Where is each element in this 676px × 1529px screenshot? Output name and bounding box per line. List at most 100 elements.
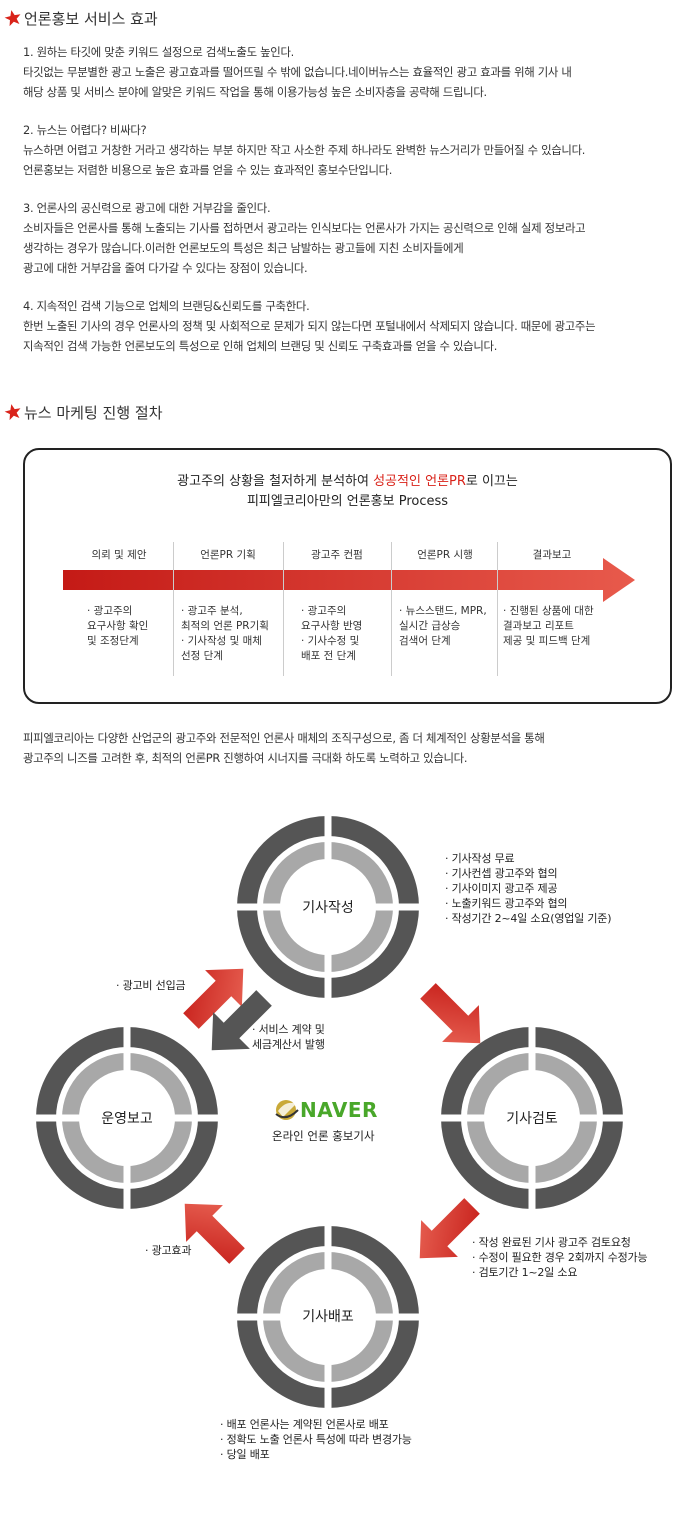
stage-label: 의뢰 및 제안 [91,549,147,561]
stage-label: 결과보고 [532,549,572,561]
paragraph-line: 3. 언론사의 공신력으로 광고에 대한 거부감을 줄인다. [23,201,271,215]
note-effect: · 광고효과 [145,1244,192,1257]
note-write: · 기사작성 무료 · 기사컨셉 광고주와 협의 · 기사이미지 광고주 제공 · 노… [445,851,612,926]
effect-paragraph: 4. 지속적인 검색 기능으로 업체의 브랜딩&신뢰도를 구축한다. 한번 노출된… [23,296,673,356]
effects-paragraphs: 1. 원하는 타깃에 맞춘 키워드 설정으로 검색노출도 높인다. 타깃없는 무분… [23,42,673,356]
stage-desc-line: 배포 전 단계 [301,650,356,662]
stage-desc-line: 최적의 언론 PR기획 [181,620,269,632]
process-arrow [63,558,635,602]
note-line: · 작성 완료된 기사 광고주 검토요청 [472,1236,631,1249]
stage-desc-line: · 기사수정 및 [301,635,360,647]
process-intro: 피피엘코리아는 다양한 산업군의 광고주와 전문적인 언론사 매체의 조직구성으… [23,728,545,768]
stage-divider [173,542,174,676]
paragraph-gap [23,102,673,120]
section-title-process: 뉴스 마케팅 진행 절차 [4,400,163,424]
stage-label: 광고주 컨펌 [311,549,363,561]
note-review: · 작성 완료된 기사 광고주 검토요청 · 수정이 필요한 경우 2회까지 수정… [472,1235,648,1280]
stage-desc-line: 결과보고 리포트 [503,620,574,632]
stage-divider [497,542,498,676]
stage-divider [391,542,392,676]
stage-desc-line: 검색어 단계 [399,635,451,647]
note-line: · 당일 배포 [220,1448,270,1461]
intro-line: 피피엘코리아는 다양한 산업군의 광고주와 전문적인 언론사 매체의 조직구성으… [23,731,545,745]
effect-paragraph: 2. 뉴스는 어렵다? 비싸다? 뉴스하면 어렵고 거창한 거라고 생각하는 부분… [23,120,673,180]
step-distribute-label: 기사배포 [302,1309,354,1325]
stage-desc-line: · 진행된 상품에 대한 [503,605,594,617]
step-review-label: 기사검토 [506,1111,558,1127]
paragraph-line: 언론홍보는 저렴한 비용으로 높은 효과를 얻을 수 있는 효과적인 홍보수단입… [23,163,393,177]
process-box: 광고주의 상황을 철저하게 분석하여 성공적인 언론PR로 이끄는 피피엘코리아… [23,448,672,704]
section-title-effects: 언론홍보 서비스 효과 [4,6,158,30]
note-line: · 정확도 노출 언론사 특성에 따라 변경가능 [220,1433,412,1446]
paragraph-line: 광고에 대한 거부감을 줄여 다가갈 수 있다는 장점이 있습니다. [23,261,308,275]
paragraph-gap [23,180,673,198]
paragraph-gap [23,278,673,296]
stage-desc-line: 제공 및 피드백 단계 [503,635,591,647]
stage-desc-line: · 광고주의 [301,605,347,617]
stage-label: 언론PR 시행 [417,549,473,561]
paragraph-line: 4. 지속적인 검색 기능으로 업체의 브랜딩&신뢰도를 구축한다. [23,299,310,313]
process-headline: 광고주의 상황을 철저하게 분석하여 성공적인 언론PR로 이끄는 피피엘코리아… [25,472,670,512]
naver-logo-text: NAVER [300,1098,378,1122]
paragraph-line: 1. 원하는 타깃에 맞춘 키워드 설정으로 검색노출도 높인다. [23,45,294,59]
paragraph-line: 한번 노출된 기사의 경우 언론사의 정책 및 사회적으로 문제가 되지 않는다… [23,319,596,333]
stage-desc-line: 요구사항 확인 [87,620,149,632]
note-prepay: · 광고비 선입금 [116,979,186,992]
note-line: · 검토기간 1~2일 소요 [472,1266,578,1279]
stage-desc-line: 및 조정단계 [87,635,139,647]
note-line: · 노출키워드 광고주와 협의 [445,897,568,910]
paragraph-line: 해당 상품 및 서비스 분야에 알맞은 키워드 작업을 통해 이용가능성 높은 … [23,85,487,99]
note-line: 세금계산서 발행 [252,1038,325,1051]
paragraph-line: 지속적인 검색 가능한 언론보도의 특성으로 인해 업체의 브랜딩 및 신뢰도 … [23,339,498,353]
paragraph-line: 2. 뉴스는 어렵다? 비싸다? [23,123,147,137]
stage-desc-line: · 광고주 분석, [181,605,243,617]
paragraph-line: 생각하는 경우가 많습니다.이러한 언론보도의 특성은 최근 남발하는 광고들에… [23,241,464,255]
headline-highlight: 성공적인 언론PR [373,474,466,489]
note-line: · 서비스 계약 및 [252,1023,325,1036]
stage-divider [283,542,284,676]
step-report-label: 운영보고 [101,1111,153,1127]
star-icon [4,10,21,27]
effect-paragraph: 1. 원하는 타깃에 맞춘 키워드 설정으로 검색노출도 높인다. 타깃없는 무분… [23,42,673,102]
arrow-contract [211,990,272,1051]
paragraph-line: 소비자들은 언론사를 통해 노출되는 기사를 접하면서 광고라는 인식보다는 언… [23,221,586,235]
section-title-text: 언론홍보 서비스 효과 [24,9,158,28]
stage-desc-line: 선정 단계 [181,650,223,662]
stage-desc-line: 요구사항 반영 [301,620,363,632]
step-write-label: 기사작성 [302,900,354,916]
arrow-write-to-review [420,983,481,1044]
stage-desc-line: 실시간 급상승 [399,620,461,632]
stage-desc-line: · 뉴스스탠드, MPR, [399,605,487,617]
arrow-effect [184,1203,245,1264]
note-line: · 수정이 필요한 경우 2회까지 수정가능 [472,1251,648,1264]
headline-part: 광고주의 상황을 철저하게 분석하여 [177,474,374,489]
arrow-prepay [183,968,244,1029]
star-icon [4,404,21,421]
naver-logo-icon [275,1100,299,1120]
note-line: · 배포 언론사는 계약된 언론사로 배포 [220,1418,389,1431]
section-title-text: 뉴스 마케팅 진행 절차 [24,403,163,422]
effect-paragraph: 3. 언론사의 공신력으로 광고에 대한 거부감을 줄인다. 소비자들은 언론사를… [23,198,673,278]
headline-part: 로 이끄는 [465,474,518,489]
paragraph-line: 뉴스하면 어렵고 거창한 거라고 생각하는 부분 하지만 작고 사소한 주제 하… [23,143,586,157]
naver-subtitle: 온라인 언론 홍보기사 [272,1129,375,1143]
stage-desc-line: · 광고주의 [87,605,133,617]
stage-desc-line: · 기사작성 및 매체 [181,635,262,647]
note-distribute: · 배포 언론사는 계약된 언론사로 배포 · 정확도 노출 언론사 특성에 따라… [220,1417,412,1462]
note-line: · 기사컨셉 광고주와 협의 [445,867,558,880]
note-line: · 작성기간 2~4일 소요(영업일 기준) [445,912,612,925]
headline-line2: 피피엘코리아만의 언론홍보 Process [246,494,449,509]
arrow-review-to-distribute [419,1198,480,1259]
intro-line: 광고주의 니즈를 고려한 후, 최적의 언론PR 진행하여 시너지를 극대화 하… [23,751,468,765]
note-line: · 기사이미지 광고주 제공 [445,882,558,895]
stage-label: 언론PR 기획 [200,549,256,561]
note-line: · 기사작성 무료 [445,852,515,865]
cycle-diagram [35,815,624,1409]
paragraph-line: 타깃없는 무분별한 광고 노출은 광고효과를 떨어뜨릴 수 밖에 없습니다.네이… [23,65,572,79]
